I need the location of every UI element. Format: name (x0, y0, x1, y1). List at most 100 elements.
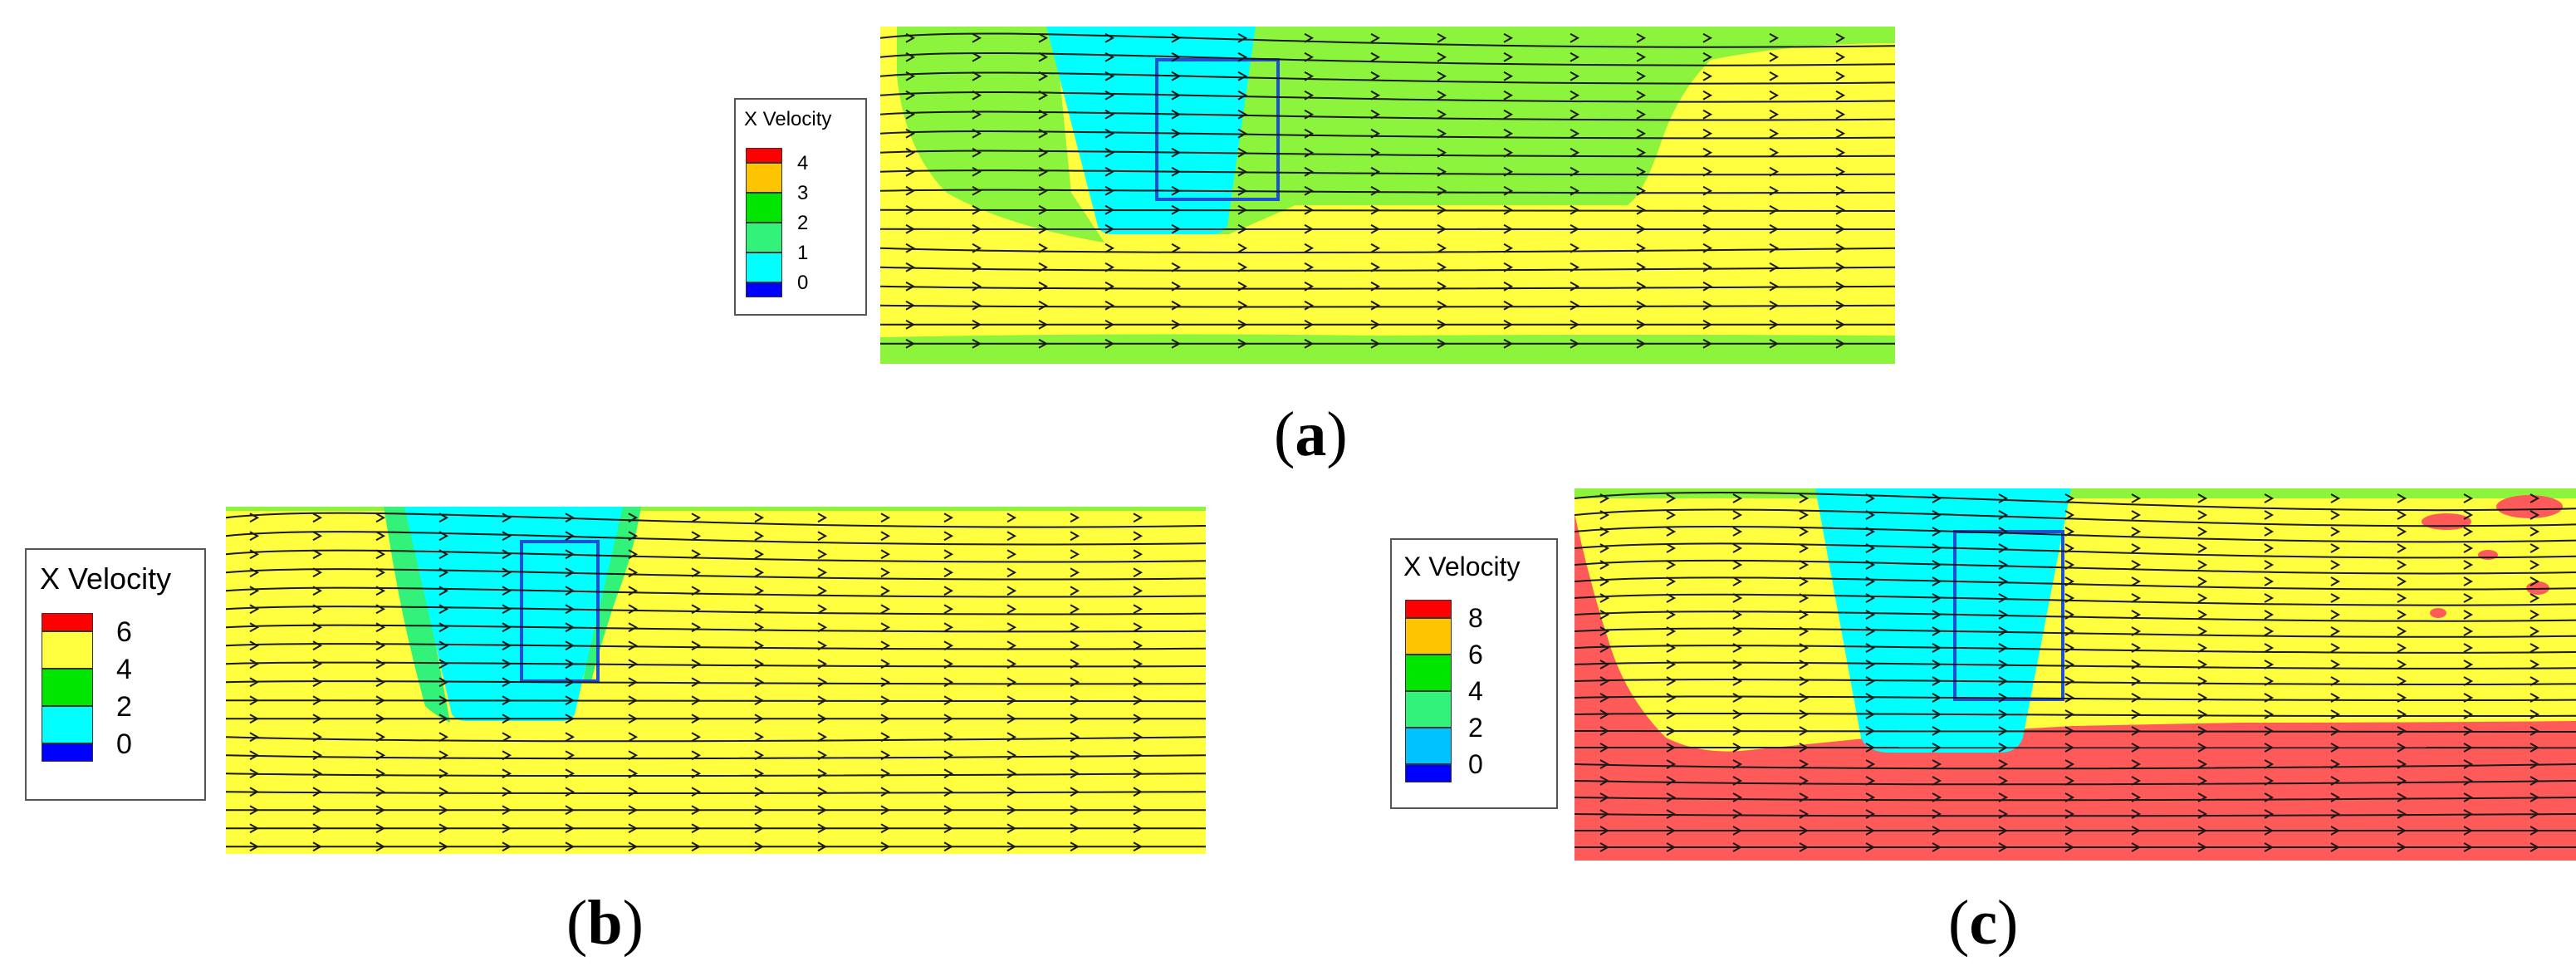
streamline-arrow (2197, 709, 2208, 719)
streamline-arrow (1304, 32, 1315, 43)
streamline (226, 643, 1206, 650)
streamline-arrow (1006, 549, 1017, 560)
streamline-arrow (1070, 659, 1080, 669)
panel-c-legend-tick: 2 (1468, 713, 1483, 743)
streamline-arrow (1799, 626, 1810, 636)
streamline-arrow (943, 622, 954, 633)
streamline-arrow (1304, 147, 1315, 158)
streamline-arrow (817, 695, 828, 706)
streamline-arrow (1070, 750, 1080, 761)
streamline-arrow (1835, 128, 1846, 139)
streamline-arrow (2197, 676, 2208, 686)
streamline-arrow (1732, 726, 1743, 736)
streamline-arrow (1835, 51, 1846, 62)
streamline-arrow (1932, 610, 1942, 620)
streamline-arrow (1171, 204, 1182, 215)
panel-c-legend-tick: 4 (1468, 676, 1483, 706)
streamline-arrow (2197, 792, 2208, 802)
streamline-arrow (2463, 576, 2474, 586)
streamline-arrow (1599, 709, 1610, 719)
streamline-arrow (1237, 338, 1248, 349)
streamline-arrow (1599, 743, 1610, 753)
streamline (880, 304, 1895, 308)
streamline-arrow (1437, 109, 1447, 120)
streamline-arrow (2463, 792, 2474, 802)
streamline-arrow (249, 640, 260, 651)
legend-swatch-bright-green (1405, 691, 1452, 728)
streamline (880, 91, 1895, 103)
panel-a-green-region-upstream (897, 27, 1104, 243)
streamline-arrow (2529, 792, 2540, 802)
streamline-arrow (1799, 593, 1810, 603)
streamline-arrow (817, 567, 828, 578)
streamline-arrow (2064, 709, 2075, 719)
streamline-arrow (754, 659, 765, 669)
streamline-arrow (2463, 693, 2474, 703)
streamline-arrow (691, 805, 702, 816)
streamline-arrow (880, 513, 891, 523)
streamline-arrow (1304, 281, 1315, 292)
panel-b-legend-title: X Velocity (40, 562, 172, 596)
streamline-arrow (2064, 676, 2075, 686)
panel-c-yellow-region (1574, 488, 2576, 752)
panel-c-caption: (c) (1948, 888, 2019, 958)
streamline-arrow (880, 677, 891, 688)
streamline-arrow (943, 513, 954, 523)
streamline-arrow (2330, 792, 2341, 802)
streamline-arrow (2264, 726, 2275, 736)
streamline-arrow (1038, 338, 1049, 349)
streamline-arrow (1237, 166, 1248, 177)
panel-c-blade-outline (1953, 530, 2064, 701)
streamline-arrow (2463, 510, 2474, 520)
streamline-arrow (691, 732, 702, 743)
streamline-arrow (565, 750, 575, 761)
streamline-arrow (2264, 776, 2275, 786)
streamline-arrow (905, 71, 916, 81)
streamline-arrow (2397, 826, 2407, 836)
streamline (880, 150, 1895, 158)
panel-b-legend-tick: 6 (116, 616, 132, 648)
streamline-arrow (1998, 759, 2009, 769)
streamline (880, 208, 1895, 213)
streamline-arrow (2529, 610, 2540, 620)
streamline-arrow (1370, 109, 1381, 120)
streamline-arrow (438, 622, 449, 633)
streamline-arrow (628, 714, 639, 724)
streamline-arrow (2397, 527, 2407, 537)
panel-b-legend: X Velocity 6 4 2 0 (25, 548, 206, 801)
streamline (880, 247, 1895, 253)
streamline-arrow (2064, 576, 2075, 586)
streamline-arrow (1666, 792, 1677, 802)
streamline-arrow (1702, 71, 1713, 81)
streamline-arrow (1732, 826, 1743, 836)
streamline-arrow (1732, 809, 1743, 819)
streamline-arrow (1006, 567, 1017, 578)
panel-c-red-spot (2430, 608, 2446, 618)
streamline-arrow (375, 622, 386, 633)
streamline-arrow (502, 604, 512, 615)
panel-b-green-edge-left (384, 507, 450, 723)
streamline-arrow (1503, 204, 1514, 215)
legend-swatch-green (42, 669, 93, 706)
streamline-arrow (1799, 842, 1810, 852)
streamline-arrow (438, 787, 449, 797)
streamline-arrow (2397, 660, 2407, 669)
streamline-arrow (1666, 510, 1677, 520)
streamline-arrow (1599, 643, 1610, 653)
streamline-arrow (1865, 560, 1876, 570)
streamline-arrow (1437, 223, 1447, 234)
streamline-arrow (905, 243, 916, 253)
streamline-arrow (2197, 759, 2208, 769)
streamline-arrow (565, 677, 575, 688)
streamline-arrow (1437, 281, 1447, 292)
streamline-arrow (1038, 51, 1049, 62)
streamline-arrow (1237, 319, 1248, 330)
streamline-arrow (2197, 527, 2208, 537)
streamline-arrow (1702, 166, 1713, 177)
legend-swatch-cyan (42, 706, 93, 743)
streamline-arrow (1835, 32, 1846, 43)
streamline-arrow (1769, 243, 1780, 253)
streamline-arrow (249, 841, 260, 852)
streamline-arrow (502, 549, 512, 560)
streamline-arrow (1769, 262, 1780, 272)
